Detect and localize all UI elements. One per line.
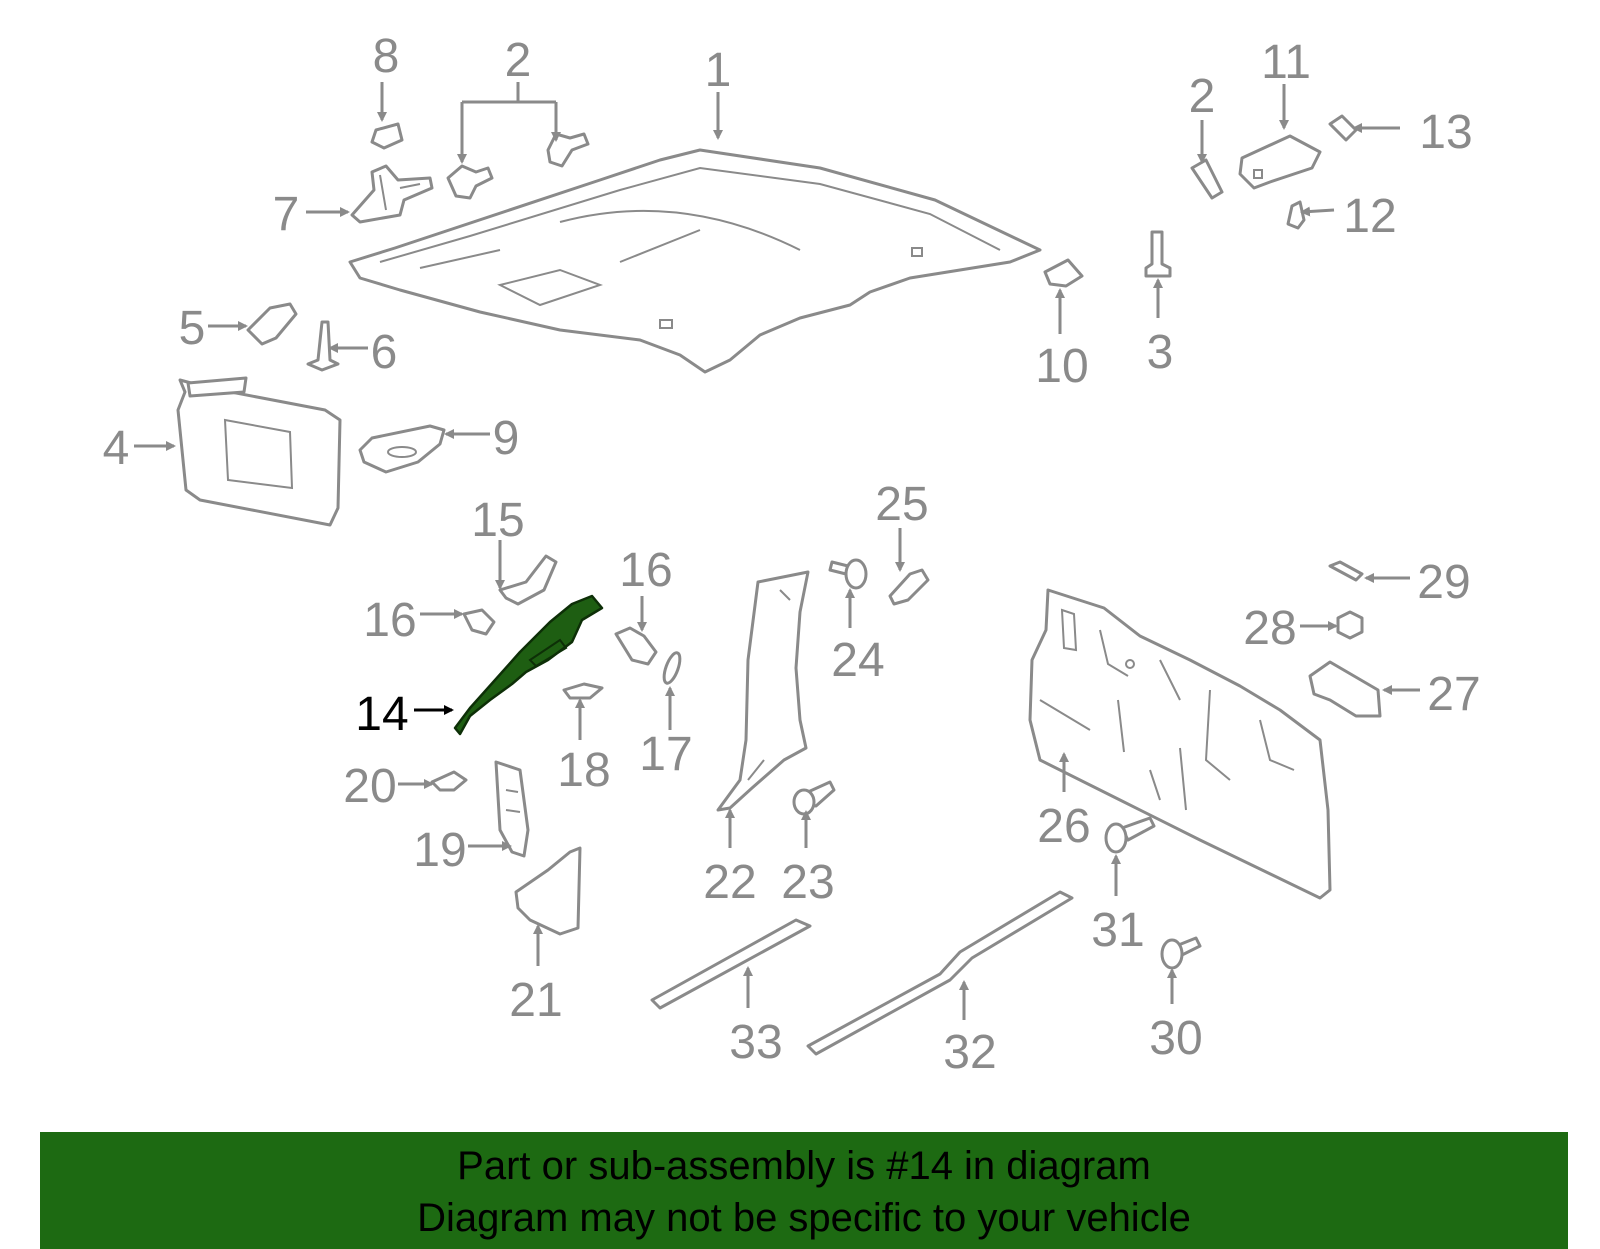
banner-line-part: Part or sub-assembly is #14 in diagram — [457, 1144, 1151, 1188]
label-25: 25 — [875, 478, 928, 531]
part-4-sun-visor — [176, 376, 342, 527]
label-18: 18 — [557, 744, 610, 797]
part-5-clip — [246, 302, 298, 346]
label-9: 9 — [493, 412, 520, 465]
info-banner: Part or sub-assembly is #14 in diagram D… — [40, 1132, 1568, 1249]
part-10-clip — [1043, 258, 1084, 288]
part-17-clip — [662, 651, 682, 685]
label-21: 21 — [509, 974, 562, 1027]
label-33: 33 — [729, 1016, 782, 1069]
part-labels: 1 2 8 7 5 6 4 9 10 3 2 11 13 12 15 16 16… — [103, 30, 1481, 1079]
parts-diagram: 1 2 8 7 5 6 4 9 10 3 2 11 13 12 15 16 16… — [103, 30, 1481, 1079]
part-24-clip — [828, 558, 868, 590]
part-22-pillar-trim — [716, 570, 810, 812]
label-4: 4 — [103, 422, 130, 475]
part-27-bracket — [1308, 660, 1382, 718]
label-26: 26 — [1037, 800, 1090, 853]
label-11: 11 — [1261, 36, 1311, 89]
part-15-clip — [498, 554, 558, 606]
label-6: 6 — [371, 326, 398, 379]
part-9-bracket — [358, 424, 446, 474]
part-6-pin — [306, 320, 340, 372]
label-20: 20 — [343, 760, 396, 813]
label-16-right: 16 — [619, 544, 672, 597]
label-32: 32 — [943, 1026, 996, 1079]
label-17: 17 — [639, 728, 692, 781]
part-7-bracket — [350, 164, 434, 224]
label-2-right: 2 — [1189, 70, 1216, 123]
label-29: 29 — [1417, 556, 1470, 609]
label-1: 1 — [705, 44, 732, 97]
part-16-bolt-right — [614, 626, 658, 666]
label-14: 14 — [355, 688, 408, 741]
part-29-clip — [1328, 560, 1364, 582]
label-7: 7 — [273, 188, 300, 241]
part-14-pillar-trim — [453, 594, 604, 736]
label-12: 12 — [1343, 190, 1396, 243]
part-16-bolt-left — [462, 608, 496, 636]
leader-lines — [134, 82, 1420, 1020]
label-15: 15 — [471, 494, 524, 547]
part-2-clips — [446, 132, 590, 200]
part-30-clip — [1160, 936, 1202, 970]
label-30: 30 — [1149, 1012, 1202, 1065]
label-3: 3 — [1147, 326, 1174, 379]
part-21-trim — [514, 846, 582, 936]
part-31-clip — [1104, 816, 1156, 854]
label-31: 31 — [1091, 904, 1144, 957]
part-32-sill-plate — [806, 890, 1074, 1056]
label-27: 27 — [1427, 668, 1480, 721]
part-8-clip — [370, 122, 404, 150]
label-2-left: 2 — [505, 34, 532, 87]
part-28-nut — [1336, 610, 1364, 640]
label-5: 5 — [179, 302, 206, 355]
label-23: 23 — [781, 856, 834, 909]
banner-line-disclaimer: Diagram may not be specific to your vehi… — [417, 1196, 1191, 1240]
label-16-left: 16 — [363, 594, 416, 647]
part-12-screw — [1286, 200, 1306, 230]
part-1-headliner — [348, 148, 1042, 374]
label-24: 24 — [831, 634, 884, 687]
part-3-pin — [1144, 230, 1172, 278]
label-22: 22 — [703, 856, 756, 909]
label-28: 28 — [1243, 602, 1296, 655]
part-20-clip — [430, 770, 468, 792]
part-33-sill-plate — [650, 918, 812, 1010]
part-18-clip — [562, 682, 604, 700]
part-25-clip — [888, 568, 930, 606]
label-13: 13 — [1419, 106, 1472, 159]
label-19: 19 — [413, 824, 466, 877]
part-2-clip-right — [1190, 158, 1224, 200]
part-26-back-panel — [1028, 588, 1332, 900]
part-11-bracket — [1238, 134, 1322, 190]
label-8: 8 — [373, 30, 400, 83]
part-19-bracket — [494, 760, 530, 858]
part-23-clip — [792, 780, 836, 816]
label-10: 10 — [1035, 340, 1088, 393]
part-13-screw — [1328, 114, 1358, 142]
